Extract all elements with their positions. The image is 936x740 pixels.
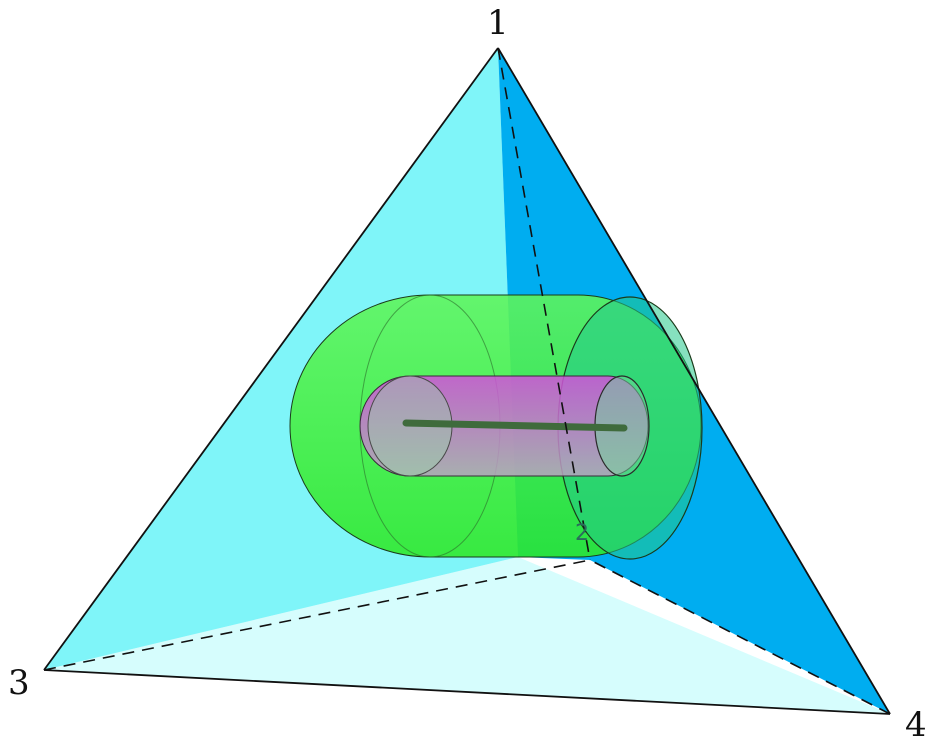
vertex-label-3: 3: [8, 663, 30, 703]
vertex-label-4: 4: [905, 705, 927, 740]
vertex-label-1: 1: [487, 3, 509, 43]
edge-1-3: [43, 47, 499, 671]
vertex-label-2: 2: [575, 521, 589, 546]
edge-1-2-hidden: [497, 47, 591, 561]
edge-3-4: [43, 669, 891, 715]
axis-segment: [402, 419, 628, 432]
face-bottom: [44, 557, 890, 714]
edge-1-4: [497, 47, 891, 715]
edge-3-2-hidden: [43, 559, 591, 671]
edge-4-2-hidden: [589, 559, 891, 715]
